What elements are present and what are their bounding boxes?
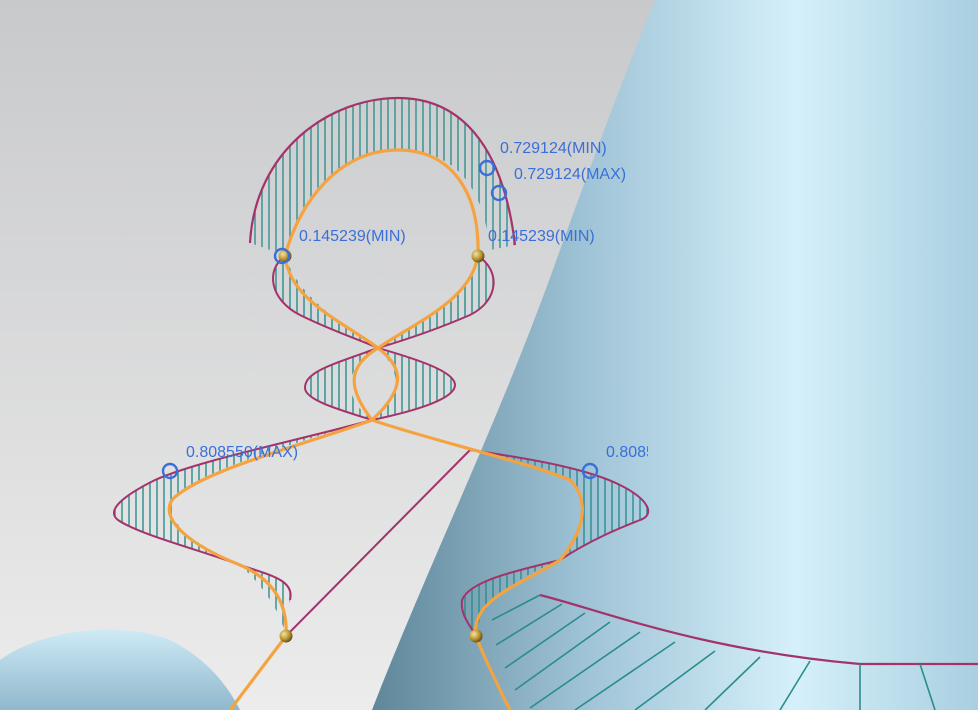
label-mid-left-min: 0.145239(MIN) <box>299 228 406 245</box>
comb-lower-flare <box>491 593 978 710</box>
label-top-right-min: 0.729124(MIN) <box>500 140 607 157</box>
cone-surface <box>372 0 978 710</box>
circle-marker-icon[interactable] <box>581 462 599 480</box>
label-mid-right-min: 0.145239(MIN) <box>488 228 595 245</box>
circle-marker-icon[interactable] <box>161 462 179 480</box>
circle-marker-icon[interactable] <box>478 159 496 177</box>
base-curve <box>167 148 584 710</box>
bump-surface <box>0 629 240 710</box>
sphere-point-icon[interactable] <box>471 249 485 263</box>
sphere-point-icon[interactable] <box>279 629 293 643</box>
circle-marker-icon[interactable] <box>490 184 508 202</box>
comb-lower-right <box>460 449 650 637</box>
label-top-right-max: 0.729124(MAX) <box>514 166 626 183</box>
label-lower-right-max: 0.808550(MAX) <box>606 444 718 461</box>
circle-marker-icon[interactable] <box>273 247 291 265</box>
label-lower-left-max: 0.808550(MAX) <box>186 444 298 461</box>
extreme-markers <box>161 159 599 480</box>
sphere-point-icon[interactable] <box>469 629 483 643</box>
comb-connector-line <box>285 449 471 637</box>
comb-upper-loops <box>272 255 495 349</box>
comb-top-arch <box>248 96 517 255</box>
